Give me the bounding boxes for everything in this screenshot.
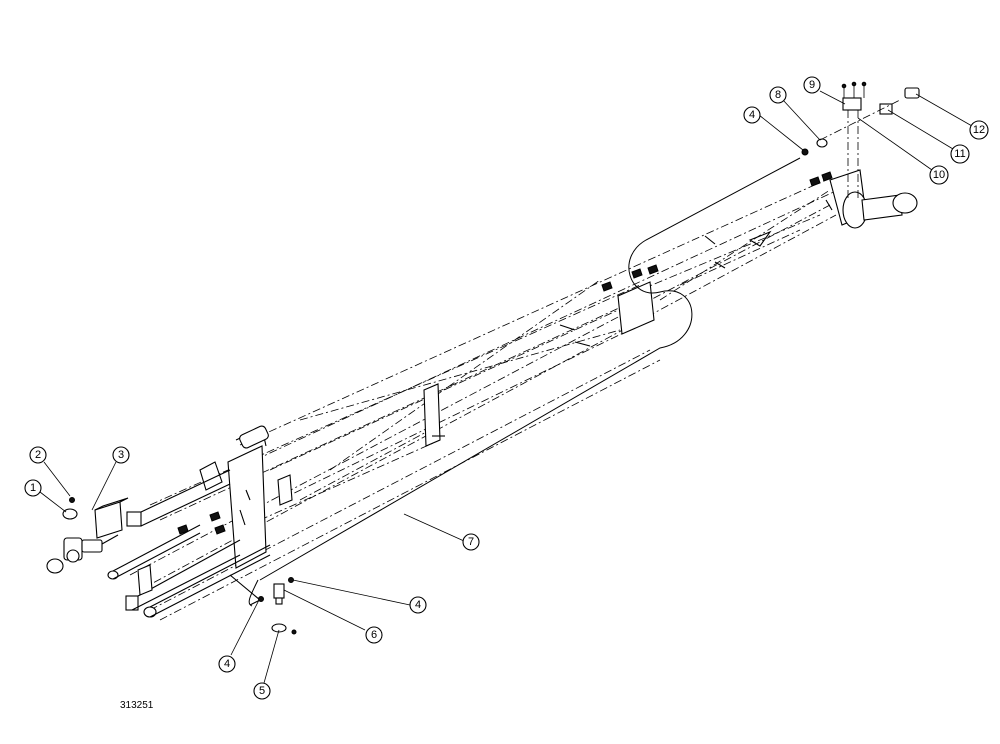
drawing-reference-number: 313251 [120,700,154,711]
callout-10: 10 [929,165,949,185]
callout-1: 1 [24,479,42,497]
callouts: 1 2 3 4 4 4 5 6 [24,76,989,700]
callout-3: 3 [112,446,130,464]
callout-2: 2 [29,446,47,464]
svg-text:6: 6 [371,629,377,641]
svg-text:4: 4 [224,658,230,670]
callout-12: 12 [969,120,989,140]
callout-4-mid: 4 [409,596,427,614]
svg-text:10: 10 [933,169,945,181]
svg-text:8: 8 [775,89,781,101]
boom-frame [107,169,918,621]
svg-text:5: 5 [259,685,265,697]
svg-text:1: 1 [30,482,36,494]
svg-text:11: 11 [954,148,965,160]
callout-7: 7 [462,533,480,551]
hose-assembly [248,157,801,607]
callout-leaders [39,90,973,684]
callout-11: 11 [950,144,970,164]
callout-9: 9 [803,76,821,94]
callout-5: 5 [253,682,271,700]
callout-4-front: 4 [743,106,761,124]
rear-fittings [258,577,297,635]
svg-text:7: 7 [468,536,474,548]
callout-8: 8 [769,86,787,104]
callout-6: 6 [365,626,383,644]
callout-4-rear: 4 [218,655,236,673]
rear-valve-assembly [46,497,129,574]
svg-text:4: 4 [415,599,421,611]
svg-text:9: 9 [809,79,815,91]
svg-text:2: 2 [35,449,41,461]
svg-text:4: 4 [749,109,755,121]
svg-text:12: 12 [973,124,985,136]
front-fittings [801,81,920,200]
svg-text:3: 3 [118,449,124,461]
